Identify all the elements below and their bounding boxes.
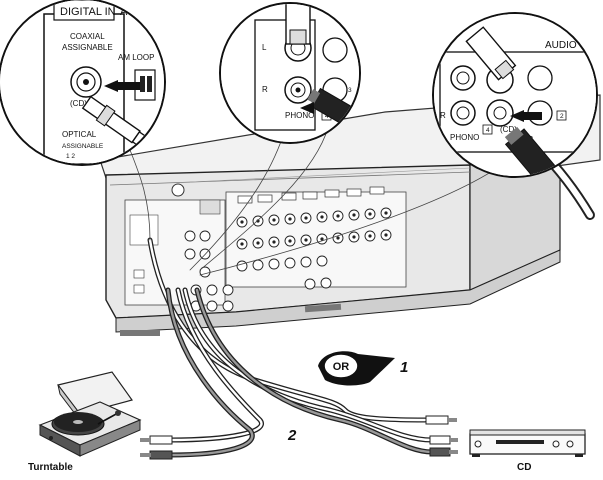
audio-section-label: AUDIO [545, 40, 577, 51]
audio-port-4-label: 4 [486, 127, 490, 134]
left-channel-label: L [262, 43, 267, 52]
magnifier-audio-in: AUDIO R PHONO 4 (CD) 2 B [432, 12, 598, 178]
cd-label: CD [517, 462, 531, 473]
optical-label: OPTICAL [62, 130, 97, 139]
port-3-label: 3 [348, 87, 352, 94]
cd-player-device [469, 429, 586, 457]
am-loop-label: AM LOOP [118, 53, 154, 62]
hdmi-ports [237, 186, 385, 204]
cd-jack-label: (CD) [70, 99, 87, 108]
option-1-number: 1 [400, 359, 408, 376]
option-2-number: 2 [287, 427, 297, 444]
or-badge: OR [318, 351, 395, 386]
phono-label: PHONO [285, 111, 314, 120]
right-channel-label: R [262, 85, 268, 94]
or-label: OR [333, 361, 350, 373]
audio-right-label: R [440, 111, 446, 120]
magnifier-phono: L R PHONO 4 3 [219, 2, 361, 144]
audio-phono-label: PHONO [450, 133, 479, 142]
rca-plugs [140, 415, 458, 460]
turntable-device [38, 371, 142, 457]
digital-in-label: DIGITAL IN [60, 6, 116, 18]
audio-cd-label: (CD) [500, 125, 517, 134]
coax-assignable-label: ASSIGNABLE [62, 43, 113, 52]
coaxial-label: COAXIAL [70, 32, 105, 41]
port-4-label: 4 [325, 113, 329, 120]
rca-jack-grid [184, 207, 392, 312]
audio-port-2-label: 2 [560, 113, 564, 120]
turntable-label: Turntable [28, 462, 73, 473]
optical-ports-label: 1 2 [66, 153, 75, 160]
optical-assignable-label: ASSIGNABLE [62, 143, 104, 150]
magnifier-digital-in: DIGITAL IN AC COAXIAL ASSIGNABLE (CD) OP… [0, 0, 166, 166]
